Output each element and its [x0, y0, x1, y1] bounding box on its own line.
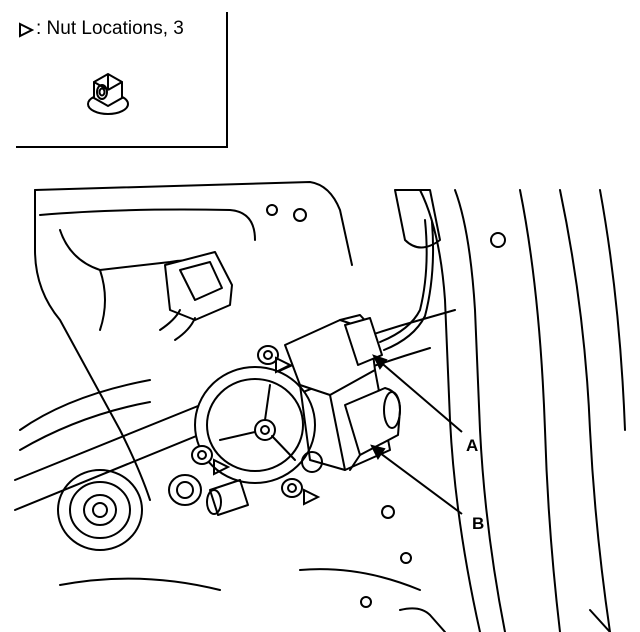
legend-label: : Nut Locations, 3	[36, 18, 184, 39]
legend-box	[16, 12, 228, 148]
callout-a-label: A	[466, 436, 479, 455]
nut-location-marker	[213, 458, 231, 476]
nut-location-triangle-icon	[19, 22, 34, 38]
nut-location-marker	[303, 488, 321, 506]
door-regulator-motor-diagram	[14, 181, 626, 632]
callout-b-label: B	[472, 514, 485, 533]
nut-location-marker	[275, 356, 293, 374]
flange-nut-icon	[87, 72, 129, 115]
